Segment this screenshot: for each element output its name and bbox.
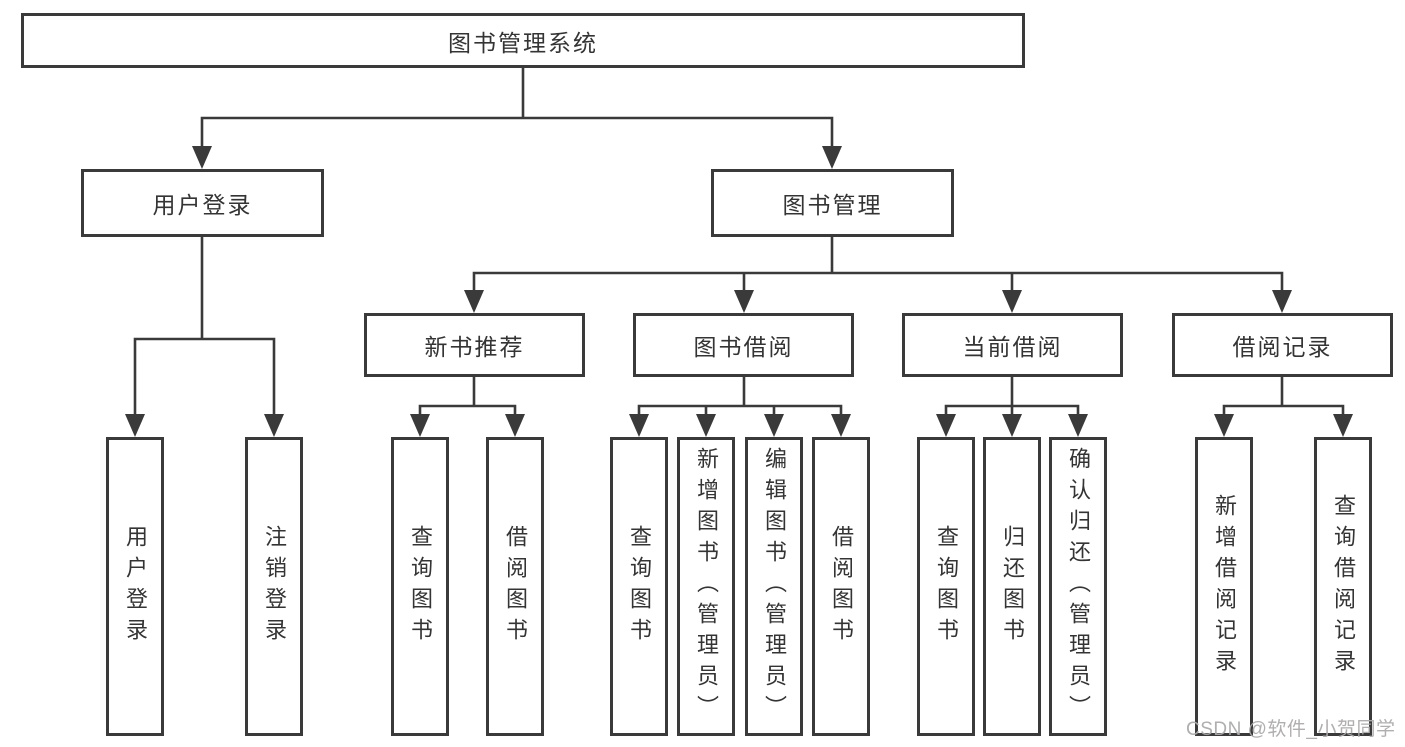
node-leaf-logout-label: 注销登录 xyxy=(262,524,287,649)
node-user-login: 用户登录 xyxy=(81,169,324,237)
node-leaf-user-login-label: 用户登录 xyxy=(123,524,148,649)
node-leaf-edit-books-admin: 编辑图书（管理员） xyxy=(745,437,803,736)
arrowhead-down-icon xyxy=(1333,414,1353,437)
node-leaf-add-borrow-record-label: 新增借阅记录 xyxy=(1212,493,1237,680)
node-leaf-return-books-label: 归还图书 xyxy=(1000,524,1025,649)
arrowhead-down-icon xyxy=(822,146,842,169)
arrowhead-down-icon xyxy=(936,414,956,437)
arrowhead-down-icon xyxy=(696,414,716,437)
node-current-borrow: 当前借阅 xyxy=(902,313,1123,377)
node-leaf-query-books-recommend-label: 查询图书 xyxy=(408,524,433,649)
node-leaf-query-books-borrow: 查询图书 xyxy=(610,437,668,736)
node-leaf-query-books-recommend: 查询图书 xyxy=(391,437,449,736)
arrowhead-down-icon xyxy=(1214,414,1234,437)
node-leaf-borrow-books-recommend-label: 借阅图书 xyxy=(503,524,528,649)
watermark: CSDN @软件_小贺同学 xyxy=(1186,719,1396,740)
arrowhead-down-icon xyxy=(1002,414,1022,437)
arrowhead-down-icon xyxy=(410,414,430,437)
node-leaf-query-borrow-record-label: 查询借阅记录 xyxy=(1331,493,1356,680)
node-leaf-borrow-books-recommend: 借阅图书 xyxy=(486,437,544,736)
node-borrow-records-label: 借阅记录 xyxy=(1232,334,1333,360)
node-leaf-confirm-return-admin: 确认归还（管理员） xyxy=(1049,437,1107,736)
arrowhead-down-icon xyxy=(264,414,284,437)
arrowhead-down-icon xyxy=(464,290,484,313)
node-leaf-logout: 注销登录 xyxy=(245,437,303,736)
arrowhead-down-icon xyxy=(831,414,851,437)
arrowhead-down-icon xyxy=(1068,414,1088,437)
arrowhead-down-icon xyxy=(1002,290,1022,313)
node-leaf-borrow-books-label: 借阅图书 xyxy=(829,524,854,649)
node-book-management: 图书管理 xyxy=(711,169,954,237)
connector-path xyxy=(133,68,1345,418)
node-leaf-return-books: 归还图书 xyxy=(983,437,1041,736)
node-book-borrow: 图书借阅 xyxy=(633,313,854,377)
node-leaf-add-books-admin-label: 新增图书（管理员） xyxy=(694,447,719,726)
node-leaf-confirm-return-admin-label: 确认归还（管理员） xyxy=(1066,447,1091,726)
node-leaf-query-books-current-label: 查询图书 xyxy=(934,524,959,649)
node-root-label: 图书管理系统 xyxy=(448,29,598,56)
node-borrow-records: 借阅记录 xyxy=(1172,313,1393,377)
node-book-borrow-label: 图书借阅 xyxy=(693,334,794,360)
node-leaf-query-borrow-record: 查询借阅记录 xyxy=(1314,437,1372,736)
node-leaf-borrow-books: 借阅图书 xyxy=(812,437,870,736)
arrowhead-down-icon xyxy=(505,414,525,437)
node-leaf-query-books-borrow-label: 查询图书 xyxy=(627,524,652,649)
arrowhead-down-icon xyxy=(192,146,212,169)
node-leaf-edit-books-admin-label: 编辑图书（管理员） xyxy=(762,447,787,726)
node-leaf-user-login: 用户登录 xyxy=(106,437,164,736)
node-book-management-label: 图书管理 xyxy=(782,192,883,218)
arrowhead-down-icon xyxy=(629,414,649,437)
node-current-borrow-label: 当前借阅 xyxy=(962,334,1063,360)
arrowheads xyxy=(125,146,1353,437)
node-new-book-recommend-label: 新书推荐 xyxy=(424,334,525,360)
node-leaf-add-borrow-record: 新增借阅记录 xyxy=(1195,437,1253,736)
arrowhead-down-icon xyxy=(1272,290,1292,313)
arrowhead-down-icon xyxy=(734,290,754,313)
node-leaf-query-books-current: 查询图书 xyxy=(917,437,975,736)
node-root: 图书管理系统 xyxy=(21,13,1025,68)
arrowhead-down-icon xyxy=(125,414,145,437)
node-new-book-recommend: 新书推荐 xyxy=(364,313,585,377)
node-user-login-label: 用户登录 xyxy=(152,192,253,218)
arrowhead-down-icon xyxy=(764,414,784,437)
node-leaf-add-books-admin: 新增图书（管理员） xyxy=(677,437,735,736)
